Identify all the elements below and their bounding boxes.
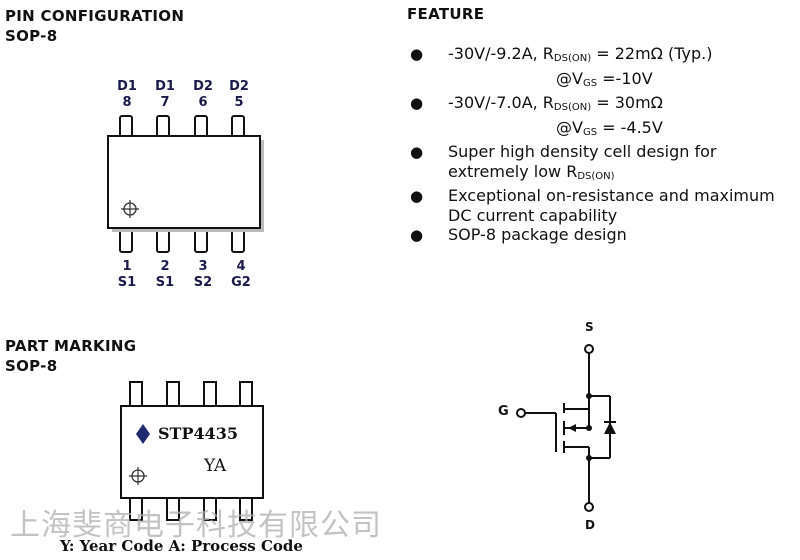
lead-3: [194, 229, 208, 253]
pin-name: D2: [193, 79, 213, 94]
feature-title: FEATURE: [407, 5, 485, 23]
top-pin-8: D1 8: [112, 79, 142, 111]
pin-name: S1: [155, 275, 175, 290]
channel-arrow-icon: [568, 424, 576, 432]
condition-text: =-10V: [597, 68, 653, 88]
pin-number: 4: [236, 259, 246, 274]
lead-5: [231, 115, 245, 139]
feature-text: Exceptional on-resistance and maximum: [448, 186, 775, 205]
pin1-marker-icon: [121, 200, 139, 218]
gate-label: G: [498, 404, 509, 419]
pin-number: 8: [122, 95, 132, 110]
pin-number: 5: [234, 95, 244, 110]
lead-8: [119, 115, 133, 139]
pin-number: 1: [122, 259, 132, 274]
feature-text: SOP-8 package design: [448, 225, 627, 244]
feature-item-3: ● Super high density cell design for ext…: [410, 142, 800, 186]
feature-list: ● -30V/-9.2A, RDS(ON) = 22mΩ (Typ.) @VGS…: [410, 44, 800, 245]
p-channel-mosfet-symbol: [516, 344, 616, 512]
pin-name: D2: [229, 79, 249, 94]
feature-text: -30V/-9.2A, R: [448, 44, 554, 63]
drain-label: D: [585, 518, 595, 532]
feature-item-4: ● Exceptional on-resistance and maximum …: [410, 186, 800, 225]
feature-text: = 22mΩ (Typ.): [591, 44, 713, 63]
company-watermark: 上海斐商电子科技有限公司: [10, 508, 382, 543]
part-marking-title: PART MARKING: [5, 337, 137, 355]
subscript: DS(ON): [553, 102, 592, 113]
lead-2: [156, 229, 170, 253]
marking-code: YA: [204, 456, 227, 476]
condition-text: = -4.5V: [597, 117, 663, 137]
pin-config-title: PIN CONFIGURATION: [5, 7, 185, 25]
pin-name: D1: [117, 79, 137, 94]
bullet-icon: ●: [410, 187, 424, 205]
pin-name: D1: [155, 79, 175, 94]
bullet-icon: ●: [410, 45, 424, 63]
lead-1: [119, 229, 133, 253]
subscript: GS: [582, 126, 598, 138]
drain-terminal-icon: [584, 502, 594, 512]
pin-config-package: SOP-8: [5, 27, 58, 45]
pin-number: 2: [160, 259, 170, 274]
lead-7: [156, 115, 170, 139]
pin-number: 6: [198, 95, 208, 110]
part-marking-package: SOP-8: [5, 357, 58, 375]
bullet-icon: ●: [410, 94, 424, 112]
pin-name: G2: [231, 275, 251, 290]
lead-top-3: [203, 381, 217, 407]
bottom-pin-2: 2 S1: [150, 259, 180, 291]
pin-name: S2: [193, 275, 213, 290]
lead-top-1: [129, 381, 143, 407]
marking-legend: Y: Year Code A: Process Code: [60, 537, 303, 555]
feature-text: -30V/-7.0A, R: [448, 93, 554, 112]
top-pin-5: D2 5: [224, 79, 254, 111]
condition-text: @V: [556, 117, 583, 137]
gate-terminal-icon: [516, 408, 526, 418]
pin1-marker-icon: [129, 467, 147, 485]
pin-name: S1: [117, 275, 137, 290]
bottom-pin-3: 3 S2: [188, 259, 218, 291]
lead-4: [231, 229, 245, 253]
top-pin-6: D2 6: [188, 79, 218, 111]
lead-top-2: [166, 381, 180, 407]
bullet-icon: ●: [410, 143, 424, 161]
part-marking-drawing: [120, 381, 264, 521]
part-number: STP4435: [158, 424, 239, 443]
body-diode-icon: [604, 422, 616, 434]
lead-6: [194, 115, 208, 139]
bottom-pin-1: 1 S1: [112, 259, 142, 291]
feature-item-5: ● SOP-8 package design: [410, 225, 800, 245]
feature-item-2: ● -30V/-7.0A, RDS(ON) = 30mΩ @VGS = -4.5…: [410, 93, 800, 142]
pin-number: 3: [198, 259, 208, 274]
feature-text: = 30mΩ: [591, 93, 663, 112]
subscript: DS(ON): [577, 170, 615, 182]
subscript: GS: [582, 77, 598, 89]
lead-top-4: [239, 381, 253, 407]
feature-text: DC current capability: [448, 205, 618, 225]
feature-text: extremely low R: [448, 161, 578, 181]
bullet-icon: ●: [410, 226, 424, 244]
condition-text: @V: [556, 68, 583, 88]
top-pin-7: D1 7: [150, 79, 180, 111]
source-terminal-icon: [584, 344, 594, 354]
pin-number: 7: [160, 95, 170, 110]
source-label: S: [585, 320, 594, 334]
diamond-logo-icon: [136, 424, 150, 444]
bottom-pin-4: 4 G2: [226, 259, 256, 291]
feature-text: Super high density cell design for: [448, 142, 717, 161]
sop8-package-drawing: [107, 115, 264, 253]
feature-item-1: ● -30V/-9.2A, RDS(ON) = 22mΩ (Typ.) @VGS…: [410, 44, 800, 93]
subscript: DS(ON): [553, 53, 592, 64]
